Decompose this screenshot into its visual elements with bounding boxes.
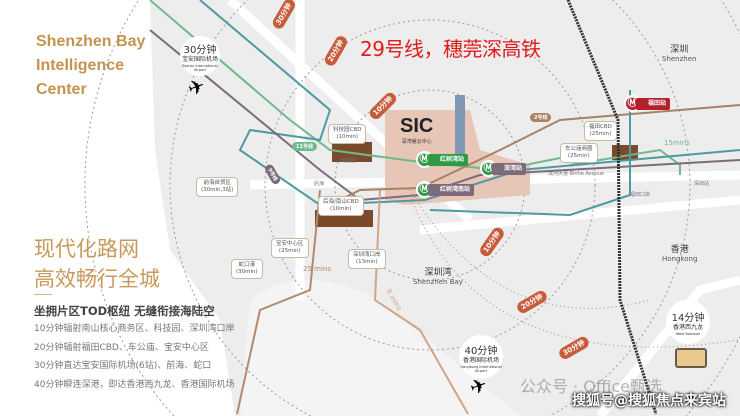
- bubble-name: 深圳湾口岸: [353, 252, 381, 258]
- station-futian[interactable]: 福田站: [636, 98, 671, 110]
- place-en: Shenzhen Bay: [413, 278, 463, 286]
- place-cn: 香港: [670, 245, 689, 255]
- badge-name: 香港国际机场: [462, 356, 499, 364]
- badge-west-kowloon: 14分钟 香港西九龙 West Kowloon: [666, 300, 710, 344]
- panel-subtitle: 坐拥片区TOD枢纽 无缝衔接海陆空: [34, 304, 215, 318]
- label-shenzhen-station: 深圳站: [694, 181, 710, 187]
- badge-en: Bao'an International Airport: [182, 63, 218, 72]
- bubble-futian-cbd: 福田CBD(25min): [584, 121, 617, 141]
- badge-hk-airport: 40分钟 香港国际机场 Hongkong International Airpo…: [459, 335, 503, 379]
- bubble-kejiyuan-cbd: 科技园CBD(10min): [328, 124, 367, 144]
- bubble-time: (13min): [355, 259, 378, 265]
- bubble-name: 车公庙商圈: [565, 146, 593, 152]
- line-2-label: 2号线: [530, 113, 552, 122]
- bubble-name: 蛇口港: [238, 262, 256, 268]
- sic-logo-text: SIC: [400, 115, 434, 137]
- place-cn: 深圳: [670, 45, 689, 55]
- badge-time: 40分钟: [464, 345, 498, 357]
- divider: [34, 294, 52, 295]
- bubble-shekou: 蛇口港(30min): [231, 259, 263, 279]
- badge-name: 宝安国际机场: [181, 55, 218, 63]
- project-title-en: Shenzhen Bay Intelligence Center: [36, 33, 146, 98]
- label-futian-port: 福田口岸: [630, 192, 651, 198]
- station-hongshuwan-south[interactable]: 红树湾南站: [428, 184, 475, 196]
- place-cn: 深圳湾: [424, 268, 452, 278]
- bubble-name: 科技园CBD: [333, 127, 362, 133]
- panel-title: 现代化路网 高效畅行全城: [34, 237, 160, 291]
- badge-baoan-airport: 30分钟 宝安国际机场 Bao'an International Airport: [180, 36, 220, 76]
- bubble-name: 前海自贸区: [203, 180, 231, 186]
- station-hongshuwan[interactable]: 红树湾站: [428, 154, 469, 166]
- label-binhe-avenue: 滨河大道 Binhe Avenue: [548, 171, 604, 177]
- bubble-time: (30min,3站): [201, 187, 234, 193]
- bubble-time: (25min): [589, 131, 612, 137]
- sic-logo-sub: 深湾睿云中心: [401, 139, 432, 145]
- bubble-name: 后海/南山CBD: [323, 199, 359, 205]
- bullet-item: 30分钟直达宝安国际机场(6站)、前海、蛇口: [34, 361, 212, 371]
- bullet-item: 10分钟辐射南山核心商务区、科技园、深圳湾口岸: [34, 324, 235, 334]
- bullet-item: 20分钟辐射福田CBD、车公庙、宝安中心区: [34, 342, 209, 353]
- bubble-houhai-cbd: 后海/南山CBD(10min): [318, 196, 364, 216]
- place-en: Shenzhen: [662, 55, 697, 63]
- line-11-label: 11号线: [292, 142, 317, 151]
- place-en: Hongkong: [662, 255, 698, 263]
- bubble-time: (10min): [336, 134, 359, 140]
- bubble-qianhai: 前海自贸区(30min,3站): [196, 177, 239, 197]
- route-15mins: 15mins: [664, 139, 690, 147]
- bullet-item: 40分钟瞬连深港，即达香港西九龙、香港国际机场: [34, 379, 235, 390]
- bubble-time: (25min): [278, 248, 301, 254]
- route-25mins: 25 mins: [303, 265, 331, 273]
- bubble-chegongmiao: 车公庙商圈(25min): [560, 143, 598, 163]
- badge-name: 香港西九龙: [672, 323, 703, 331]
- sohu-watermark: 搜狐号@搜狐焦点来宾站: [572, 393, 726, 409]
- bubble-time: (25min): [567, 153, 590, 159]
- badge-time: 30分钟: [183, 44, 217, 56]
- station-shenwan[interactable]: 深湾站: [492, 163, 527, 175]
- badge-en: West Kowloon: [675, 331, 701, 336]
- wechat-watermark: 公众号 · Office甄选: [520, 377, 662, 396]
- sic-logo: SIC 深湾睿云中心: [400, 115, 433, 145]
- headline-rail-lines: 29号线，穗莞深高铁: [360, 37, 541, 61]
- badge-en: Hongkong International Airport: [460, 364, 502, 373]
- badge-time: 14分钟: [671, 312, 705, 324]
- tram-icon: [675, 348, 707, 368]
- bubble-shenzhenwan-port: 深圳湾口岸(13min): [348, 249, 386, 269]
- panel-bullets: 10分钟辐射南山核心商务区、科技园、深圳湾口岸 20分钟辐射福田CBD、车公庙、…: [34, 320, 234, 394]
- label-houhai: 后海: [314, 181, 325, 187]
- bubble-name: 福田CBD: [589, 124, 612, 130]
- bubble-time: (30min): [236, 269, 258, 275]
- bubble-baoan-center: 宝安中心区(25min): [271, 238, 309, 258]
- bubble-time: (10min): [330, 206, 352, 212]
- label-kejiyuan: 科技园: [340, 158, 356, 164]
- bubble-name: 宝安中心区: [276, 241, 304, 247]
